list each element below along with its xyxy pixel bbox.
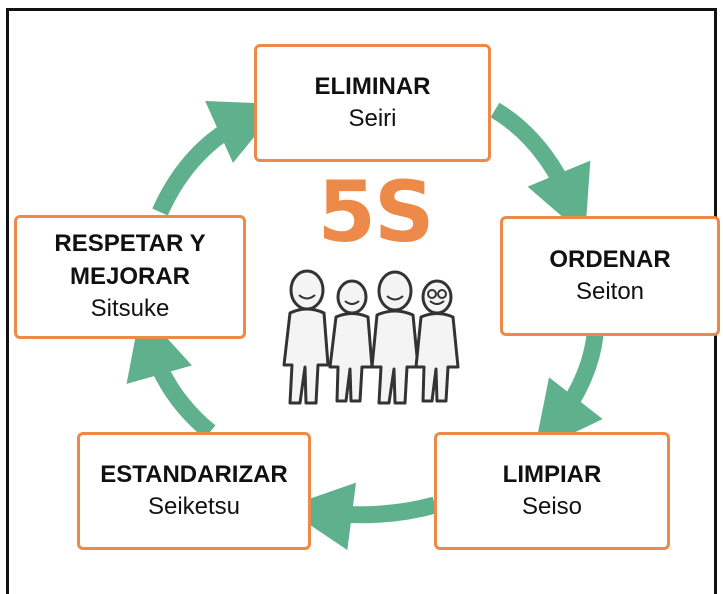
- step-subtitle: Seiton: [575, 278, 645, 305]
- team-of-people-icon: [282, 269, 460, 405]
- arrow-eliminar-to-ordenar: [490, 102, 591, 237]
- center-title: 5S: [317, 163, 435, 261]
- step-box-ordenar: ORDENAR Seiton: [500, 216, 720, 336]
- step-title: ELIMINAR: [314, 72, 431, 100]
- step-subtitle: Seiso: [521, 493, 583, 520]
- step-subtitle: Seiketsu: [147, 493, 241, 520]
- step-title: ORDENAR: [549, 245, 671, 273]
- step-title: ESTANDARIZAR: [100, 460, 288, 488]
- step-title: RESPETAR Y MEJORAR: [54, 230, 206, 290]
- step-subtitle: Sitsuke: [90, 295, 170, 323]
- step-box-estandarizar: ESTANDARIZAR Seiketsu: [77, 432, 311, 550]
- arrow-estandarizar-to-respetar: [126, 309, 216, 439]
- step-box-eliminar: ELIMINAR Seiri: [254, 44, 491, 162]
- arrow-ordenar-to-limpiar: [534, 333, 604, 452]
- step-subtitle: Seiri: [348, 105, 397, 132]
- step-box-respetar-y-mejorar: RESPETAR Y MEJORAR Sitsuke: [14, 215, 246, 339]
- step-title: LIMPIAR: [502, 460, 602, 488]
- arrow-respetar-to-eliminar: [152, 100, 282, 216]
- step-box-limpiar: LIMPIAR Seiso: [434, 432, 670, 550]
- arrow-limpiar-to-estandarizar: [284, 482, 438, 551]
